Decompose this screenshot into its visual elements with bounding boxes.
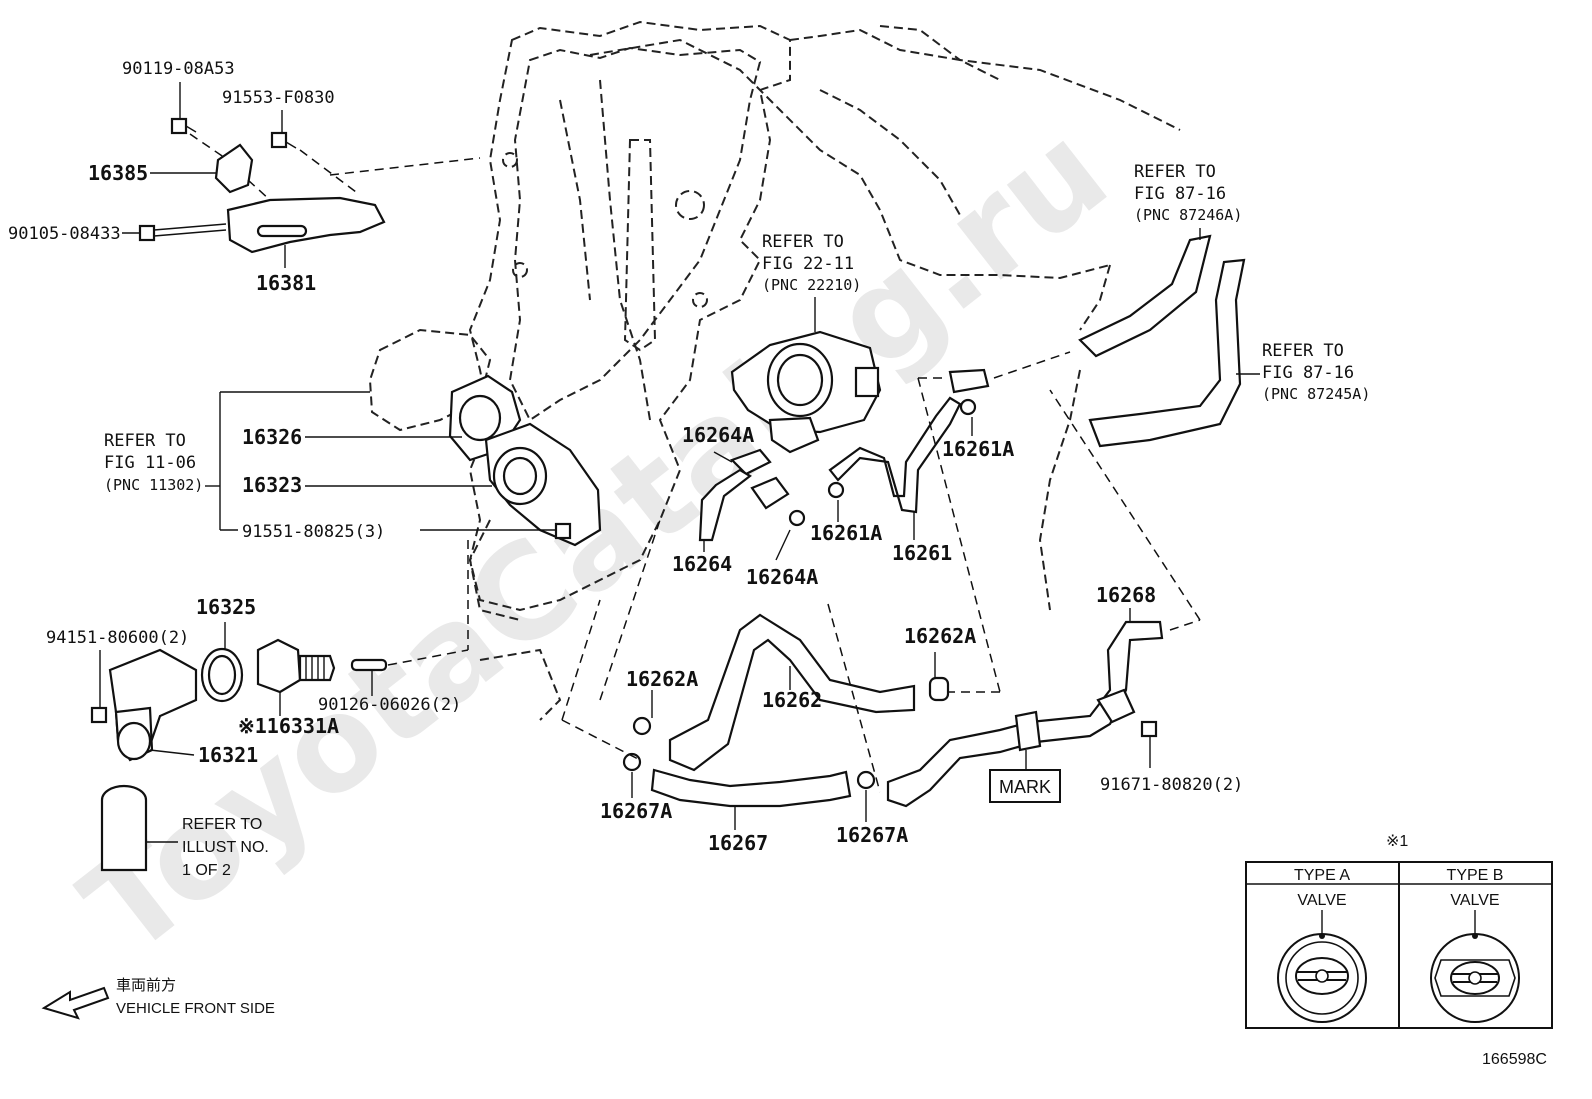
label-16261A-center: 16261A xyxy=(810,521,882,545)
label-16325: 16325 xyxy=(196,595,256,619)
svg-text:FIG 11-06: FIG 11-06 xyxy=(104,453,196,473)
thermostat-group xyxy=(90,622,469,872)
svg-text:(PNC 11302): (PNC 11302) xyxy=(104,476,203,494)
engine-block-outline xyxy=(368,20,1181,721)
svg-text:REFER TO: REFER TO xyxy=(762,232,844,252)
type-a-valve-label: VALVE xyxy=(1297,892,1346,909)
label-90119-08A53: 90119-08A53 xyxy=(122,59,235,79)
svg-text:REFER TO: REFER TO xyxy=(1134,162,1216,182)
label-16321: 16321 xyxy=(198,743,258,767)
label-91551-80825: 91551-80825(3) xyxy=(242,522,385,542)
type-b-title: TYPE B xyxy=(1447,867,1504,884)
label-94151-80600: 94151-80600(2) xyxy=(46,628,189,648)
water-inlet-housing xyxy=(205,374,602,650)
mark-label: MARK xyxy=(999,777,1051,797)
svg-text:FIG 22-11: FIG 22-11 xyxy=(762,254,854,274)
svg-text:FIG 87-16: FIG 87-16 xyxy=(1262,363,1354,383)
ref-fig-87-16-b: REFER TO FIG 87-16 (PNC 87245A) xyxy=(1262,341,1370,403)
label-91553-F0830: 91553-F0830 xyxy=(222,88,335,108)
svg-text:(PNC 22210): (PNC 22210) xyxy=(762,276,861,294)
label-16264: 16264 xyxy=(672,552,732,576)
svg-text:(PNC 87245A): (PNC 87245A) xyxy=(1262,385,1370,403)
type-b-valve-icon xyxy=(1430,910,1520,1023)
label-16267: 16267 xyxy=(708,831,768,855)
label-16264A-bottom: 16264A xyxy=(746,565,818,589)
label-16261A-right: 16261A xyxy=(942,437,1014,461)
label-16268: 16268 xyxy=(1096,583,1156,607)
ref-illust-1-of-2: REFER TO ILLUST NO. 1 OF 2 xyxy=(182,816,269,879)
label-16264A-top: 16264A xyxy=(682,423,754,447)
figure-code: 166598C xyxy=(1482,1051,1547,1068)
label-16326: 16326 xyxy=(242,425,302,449)
svg-text:ILLUST NO.: ILLUST NO. xyxy=(182,839,269,856)
label-16267A-right: 16267A xyxy=(836,823,908,847)
ref-fig-87-16-a: REFER TO FIG 87-16 (PNC 87246A) xyxy=(1134,162,1242,224)
ref-fig-22-11: REFER TO FIG 22-11 (PNC 22210) xyxy=(762,232,861,294)
type-a-title: TYPE A xyxy=(1294,867,1350,884)
table-note: ※1 xyxy=(1386,833,1408,850)
label-90105-08433: 90105-08433 xyxy=(8,224,121,244)
svg-text:REFER TO: REFER TO xyxy=(1262,341,1344,361)
ref-fig-11-06: REFER TO FIG 11-06 (PNC 11302) xyxy=(104,431,203,494)
front-side-jp: 車両前方 xyxy=(116,977,176,994)
svg-text:REFER TO: REFER TO xyxy=(104,431,186,451)
label-91671-80820: 91671-80820(2) xyxy=(1100,775,1243,795)
svg-text:1 OF 2: 1 OF 2 xyxy=(182,862,231,879)
throttle-body xyxy=(713,297,882,476)
label-90126-06026: 90126-06026(2) xyxy=(318,695,461,715)
svg-text:(PNC 87246A): (PNC 87246A) xyxy=(1134,206,1242,224)
svg-text:REFER TO: REFER TO xyxy=(182,816,262,833)
label-16262: 16262 xyxy=(762,688,822,712)
mark-box: MARK xyxy=(989,769,1061,803)
bracket-assembly xyxy=(122,82,481,268)
front-side-en: VEHICLE FRONT SIDE xyxy=(116,1000,275,1017)
valve-type-table: ※1 TYPE A TYPE B VALVE VALVE xyxy=(1245,833,1553,1029)
vehicle-front-arrow: 車両前方 VEHICLE FRONT SIDE xyxy=(41,977,275,1020)
svg-text:FIG 87-16: FIG 87-16 xyxy=(1134,184,1226,204)
label-16331A: ※116331A xyxy=(238,714,339,738)
front-arrow-icon xyxy=(41,986,110,1020)
label-16267A-left: 16267A xyxy=(600,799,672,823)
hoses xyxy=(561,228,1260,830)
label-16323: 16323 xyxy=(242,473,302,497)
label-16385: 16385 xyxy=(88,161,148,185)
label-16262A-right: 16262A xyxy=(904,624,976,648)
type-a-valve-icon xyxy=(1277,910,1367,1023)
label-16261: 16261 xyxy=(892,541,952,565)
label-16262A-left: 16262A xyxy=(626,667,698,691)
label-16381: 16381 xyxy=(256,271,316,295)
type-b-valve-label: VALVE xyxy=(1450,892,1499,909)
